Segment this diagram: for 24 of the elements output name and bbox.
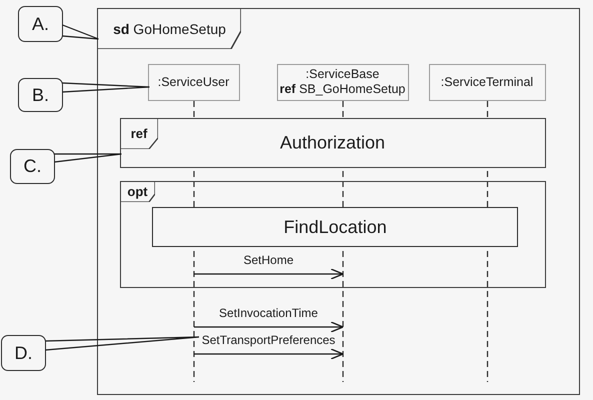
- message-label: SetInvocationTime: [219, 306, 318, 320]
- leader-line: [62, 24, 100, 40]
- callout: D.: [1, 335, 46, 371]
- frame-name-tab: sd GoHomeSetup: [98, 9, 241, 49]
- lifeline-head: :ServiceUser: [148, 64, 240, 100]
- interaction-name: Authorization: [280, 132, 386, 153]
- ref-frame: [120, 118, 546, 168]
- leader-line: [44, 336, 200, 351]
- callout: C.: [10, 149, 55, 184]
- message-label: SetHome: [243, 253, 294, 267]
- interaction-box: FindLocation: [152, 207, 518, 248]
- lifeline-head: :ServiceTerminal: [428, 64, 546, 100]
- message-arrow: [194, 268, 344, 280]
- fragment-frame: [120, 180, 546, 288]
- message-arrow: [194, 321, 344, 333]
- operator-tab: ref: [120, 118, 158, 148]
- lifeline-head: :ServiceBase ref SB_GoHomeSetup: [276, 64, 408, 100]
- callout: B.: [18, 78, 63, 112]
- callout: A.: [18, 6, 63, 42]
- leader-line: [54, 153, 122, 163]
- diagram-frame: [97, 8, 580, 395]
- message-arrow: [194, 348, 344, 360]
- leader-line: [62, 82, 150, 93]
- message-label: SetTransportPreferences: [202, 333, 336, 347]
